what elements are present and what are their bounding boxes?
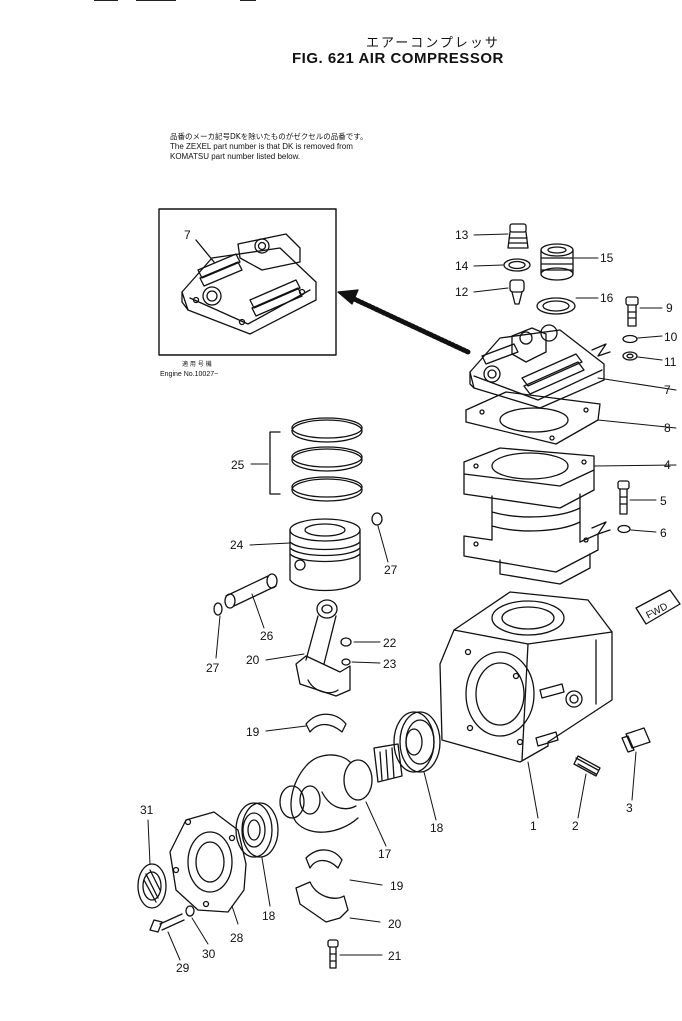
- part-9-bolt: [625, 296, 639, 327]
- callout-labels: 13 14 12 15 16 9 10 11 7 8 4 5 6 25 24 2…: [140, 228, 678, 975]
- part-10-washer: [622, 334, 638, 344]
- callout-21: 21: [388, 949, 402, 963]
- figure-title: FIG. 621 AIR COMPRESSOR: [292, 50, 504, 67]
- break-mark: [591, 343, 611, 357]
- callout-6: 6: [660, 526, 667, 540]
- callout-15: 15: [600, 251, 614, 265]
- part-18-ball-bearing-left: [235, 802, 279, 858]
- title-japanese: エアーコンプレッサ: [366, 36, 500, 51]
- part-17-crankshaft: [279, 743, 403, 833]
- part-14-washer: [503, 258, 531, 272]
- callout-31: 31: [140, 803, 154, 817]
- part-3-plug: [621, 727, 651, 753]
- inset-pointer-arrow: [337, 289, 471, 355]
- part-number-note: 品番のメーカ記号DKを除いたものがゼクセルの品番です。 The ZEXEL pa…: [170, 132, 367, 162]
- part-21-bolt: [327, 939, 339, 969]
- callout-20-lower: 20: [388, 917, 402, 931]
- part-20-connecting-rod: [295, 599, 351, 697]
- callout-23: 23: [383, 657, 397, 671]
- part-16-gasket-ring: [536, 297, 576, 315]
- part-26-piston-pin: [224, 573, 278, 609]
- part-15-fitting: [540, 243, 574, 281]
- callout-26: 26: [260, 629, 274, 643]
- callout-2: 2: [572, 819, 579, 833]
- callout-7: 7: [664, 383, 671, 397]
- callout-8: 8: [664, 421, 671, 435]
- part-28-bearing-cover: [169, 811, 247, 913]
- callout-17: 17: [378, 847, 392, 861]
- callout-19-lower: 19: [390, 879, 404, 893]
- part-18-ball-bearing-right: [393, 711, 441, 773]
- callout-30: 30: [202, 947, 216, 961]
- part-6-washer: [617, 524, 631, 534]
- callout-11: 11: [664, 355, 677, 369]
- callout-28: 28: [230, 931, 244, 945]
- callout-22: 22: [383, 636, 397, 650]
- note-line-1: The ZEXEL part number is that DK is remo…: [170, 142, 353, 151]
- callout-16: 16: [600, 291, 614, 305]
- inset-caption-engine-no: Engine No.10027~: [160, 371, 219, 378]
- part-22-nut: [340, 637, 352, 647]
- part-13-plug: [507, 223, 529, 249]
- callout-13: 13: [455, 228, 469, 242]
- part-11-washer: [622, 351, 638, 361]
- part-30-washer: [185, 905, 195, 917]
- part-2-stud: [573, 755, 601, 777]
- part-20-rod-cap: [295, 881, 349, 923]
- callout-10: 10: [664, 330, 678, 344]
- top-rule-right: [240, 0, 256, 1]
- inset-cylinder-head: [181, 233, 317, 335]
- part-29-bolt: [149, 913, 185, 933]
- callout-19-upper: 19: [246, 725, 260, 739]
- part-23-washer: [341, 658, 351, 666]
- callout-18-left: 18: [262, 909, 276, 923]
- inset-caption-japanese: 適 用 号 機: [182, 361, 212, 368]
- inset-leader-7: [195, 239, 215, 263]
- callout-1: 1: [530, 819, 537, 833]
- fwd-label: FWD: [644, 601, 669, 621]
- part-4-cylinder: [463, 447, 599, 585]
- inset-callout-7: 7: [184, 228, 191, 242]
- callout-24: 24: [230, 538, 244, 552]
- callout-9: 9: [666, 301, 673, 315]
- note-line-2: KOMATSU part number listed below.: [170, 152, 301, 161]
- part-12-valve: [509, 279, 525, 305]
- callout-14: 14: [455, 259, 469, 273]
- callout-18-right: 18: [430, 821, 444, 835]
- top-rule-mid: [136, 0, 176, 1]
- part-27-snap-ring-right: [371, 512, 383, 526]
- callout-25: 25: [231, 458, 245, 472]
- callout-5: 5: [660, 494, 667, 508]
- callout-29: 29: [176, 961, 190, 975]
- top-rule-left: [94, 0, 118, 1]
- part-25-bracket: [269, 431, 281, 495]
- part-25-piston-rings: [291, 417, 363, 502]
- part-27-snap-ring-left: [213, 602, 223, 616]
- part-5-bolt: [617, 480, 630, 515]
- part-24-piston: [289, 518, 361, 592]
- part-1-crankcase: [439, 591, 613, 763]
- leader-lines: [147, 233, 677, 961]
- part-8-gasket: [465, 391, 601, 445]
- callout-27-right: 27: [384, 563, 398, 577]
- break-mark: [591, 521, 611, 535]
- callout-3: 3: [626, 801, 633, 815]
- inset-caption: 適 用 号 機 Engine No.10027~: [160, 360, 218, 380]
- part-7-cylinder-head: [469, 324, 605, 409]
- part-19-bearing-lower: [305, 849, 343, 869]
- callout-20-upper: 20: [246, 653, 260, 667]
- inset-panel: 7: [158, 208, 337, 356]
- callout-27-left: 27: [206, 661, 220, 675]
- callout-4: 4: [664, 458, 671, 472]
- part-19-bearing-upper: [305, 713, 347, 733]
- fwd-direction-badge: FWD: [635, 589, 681, 625]
- part-31-oil-seal: [137, 863, 167, 909]
- note-line-japanese: 品番のメーカ記号DKを除いたものがゼクセルの品番です。: [170, 132, 368, 141]
- callout-12: 12: [455, 285, 469, 299]
